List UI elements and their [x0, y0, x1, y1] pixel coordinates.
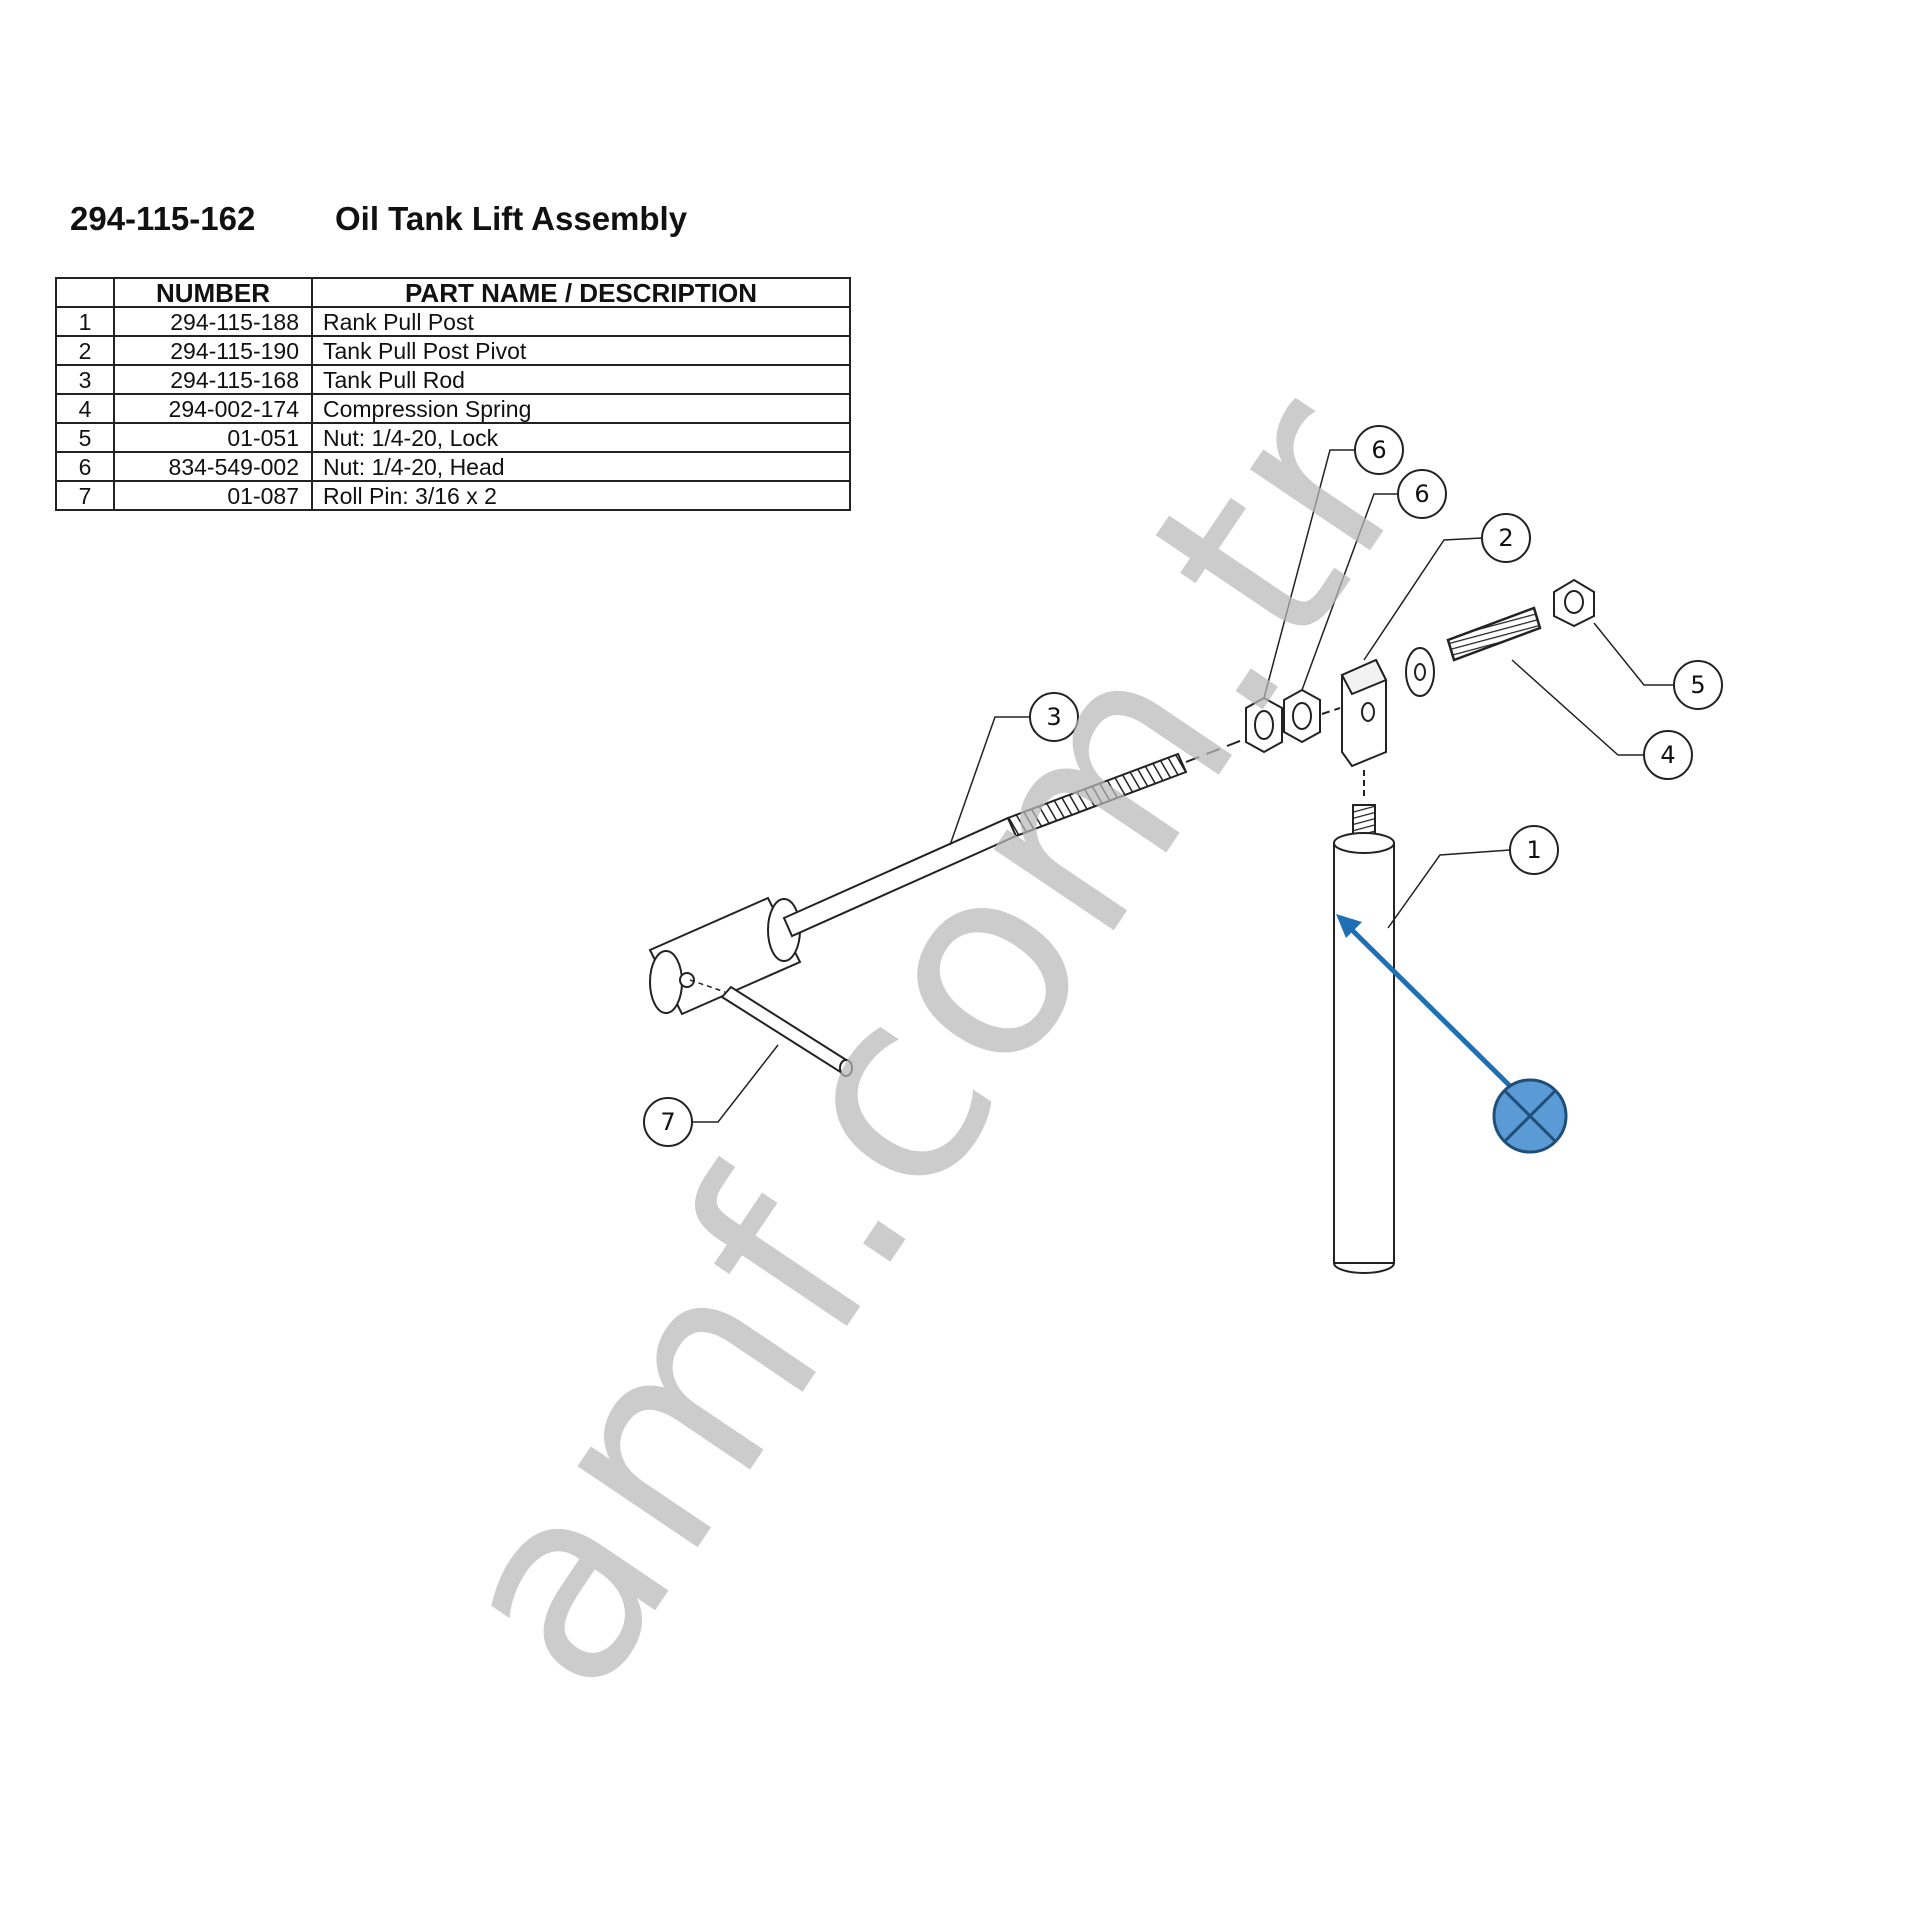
column-header-number: NUMBER	[113, 277, 313, 308]
row-part-number: 294-115-168	[113, 364, 313, 395]
assembly-number: 294-115-162	[70, 200, 256, 237]
row-index: 7	[55, 480, 115, 511]
row-part-number: 01-087	[113, 480, 313, 511]
svg-text:6: 6	[1414, 480, 1429, 508]
svg-text:6: 6	[1371, 436, 1386, 464]
callout-3: 3	[1029, 692, 1079, 742]
column-header-index	[55, 277, 115, 308]
table-row: 4 294-002-174 Compression Spring	[55, 393, 851, 424]
leader-6a	[1263, 449, 1355, 699]
leader-7	[692, 1044, 779, 1123]
row-description: Tank Pull Post Pivot	[311, 335, 851, 366]
rod-pin-hole	[679, 972, 695, 988]
table-row: 3 294-115-168 Tank Pull Rod	[55, 364, 851, 395]
row-part-number: 294-115-190	[113, 335, 313, 366]
row-description: Nut: 1/4-20, Head	[311, 451, 851, 482]
head-nut-right	[1283, 688, 1321, 744]
leader-4	[1511, 659, 1644, 756]
callout-5: 5	[1673, 660, 1723, 710]
row-part-number: 834-549-002	[113, 451, 313, 482]
row-part-number: 294-002-174	[113, 393, 313, 424]
table-row: 2 294-115-190 Tank Pull Post Pivot	[55, 335, 851, 366]
tank-pull-post-pivot	[1340, 658, 1388, 768]
row-part-number: 294-115-188	[113, 306, 313, 337]
nut-axis-dashes	[1321, 707, 1341, 715]
table-header-row: NUMBER PART NAME / DESCRIPTION	[55, 277, 851, 308]
row-index: 2	[55, 335, 115, 366]
svg-text:5: 5	[1690, 671, 1705, 699]
svg-text:4: 4	[1660, 741, 1675, 769]
leader-2	[1363, 537, 1483, 661]
roll-pin	[720, 985, 853, 1077]
row-description: Roll Pin: 3/16 x 2	[311, 480, 851, 511]
leader-1	[1387, 849, 1511, 929]
callout-7: 7	[643, 1097, 693, 1147]
callout-6-right: 6	[1397, 469, 1447, 519]
table-row: 7 01-087 Roll Pin: 3/16 x 2	[55, 480, 851, 511]
lock-nut	[1553, 578, 1595, 628]
row-index: 3	[55, 364, 115, 395]
rank-pull-post	[1333, 804, 1395, 1274]
callout-1: 1	[1509, 825, 1559, 875]
row-index: 4	[55, 393, 115, 424]
table-row: 5 01-051 Nut: 1/4-20, Lock	[55, 422, 851, 453]
row-index: 5	[55, 422, 115, 453]
parts-table: NUMBER PART NAME / DESCRIPTION 1 294-115…	[55, 277, 851, 511]
column-header-description: PART NAME / DESCRIPTION	[311, 277, 851, 308]
svg-text:7: 7	[660, 1108, 675, 1136]
crossed-circle-marker-icon[interactable]	[1492, 1078, 1568, 1154]
assembly-name: Oil Tank Lift Assembly	[335, 200, 688, 237]
head-nut-left	[1245, 696, 1283, 754]
row-description: Compression Spring	[311, 393, 851, 424]
row-part-number: 01-051	[113, 422, 313, 453]
indicator-arrow	[1336, 914, 1512, 1088]
pin-axis-dashes	[689, 979, 726, 993]
row-description: Rank Pull Post	[311, 306, 851, 337]
callout-2: 2	[1481, 513, 1531, 563]
row-description: Tank Pull Rod	[311, 364, 851, 395]
svg-text:2: 2	[1498, 524, 1513, 552]
compression-spring	[1446, 606, 1542, 662]
row-index: 1	[55, 306, 115, 337]
assembly-title: 294-115-162 Oil Tank Lift Assembly	[70, 200, 687, 238]
tank-pull-rod	[648, 752, 1188, 1016]
washer	[1405, 647, 1435, 697]
leader-5	[1593, 622, 1674, 686]
table-row: 6 834-549-002 Nut: 1/4-20, Head	[55, 451, 851, 482]
leader-3	[949, 716, 1040, 846]
callout-4: 4	[1643, 730, 1693, 780]
svg-text:1: 1	[1526, 836, 1541, 864]
table-row: 1 294-115-188 Rank Pull Post	[55, 306, 851, 337]
row-description: Nut: 1/4-20, Lock	[311, 422, 851, 453]
svg-text:3: 3	[1046, 703, 1061, 731]
leader-6b	[1301, 493, 1398, 691]
row-index: 6	[55, 451, 115, 482]
leader-lines	[692, 449, 1674, 1123]
callout-6-left: 6	[1354, 425, 1404, 475]
